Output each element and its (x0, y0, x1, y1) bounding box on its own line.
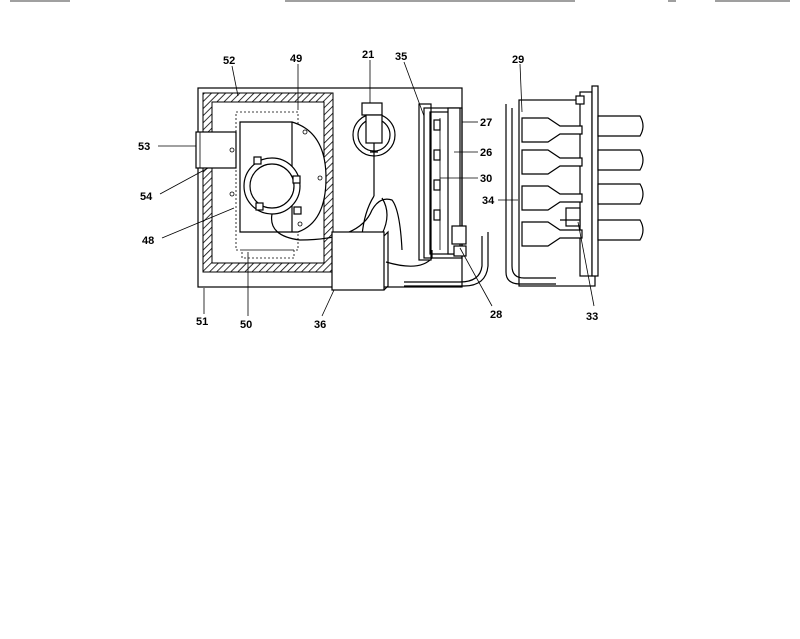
callout-28: 28 (490, 309, 502, 321)
callout-27: 27 (480, 117, 492, 129)
callout-21: 21 (362, 49, 374, 61)
gas-valve (352, 102, 396, 196)
heat-exchanger-frame (418, 103, 467, 261)
callout-52: 52 (223, 55, 235, 67)
callout-50: 50 (240, 319, 252, 331)
burner-tubes (597, 115, 644, 241)
callout-26: 26 (480, 147, 492, 159)
callout-33: 33 (586, 311, 598, 323)
burner-assembly (505, 85, 644, 287)
callout-29: 29 (512, 54, 524, 66)
callout-34: 34 (482, 195, 495, 207)
blower-motor (243, 156, 302, 215)
callout-30: 30 (480, 173, 492, 185)
callout-35: 35 (395, 51, 407, 63)
callout-51: 51 (196, 316, 208, 328)
burner-row (521, 117, 583, 247)
callout-53: 53 (138, 141, 150, 153)
control-box (331, 230, 389, 291)
callout-36: 36 (314, 319, 326, 331)
callout-54: 54 (140, 191, 153, 203)
blower-mount-outline (235, 111, 299, 259)
callout-48: 48 (142, 235, 154, 247)
flue-collar (195, 131, 237, 169)
wiring (270, 195, 489, 287)
callout-labels: 52 49 21 35 29 27 26 30 53 54 48 34 51 5… (138, 49, 598, 331)
callout-49: 49 (290, 53, 302, 65)
leader-lines (158, 60, 595, 317)
